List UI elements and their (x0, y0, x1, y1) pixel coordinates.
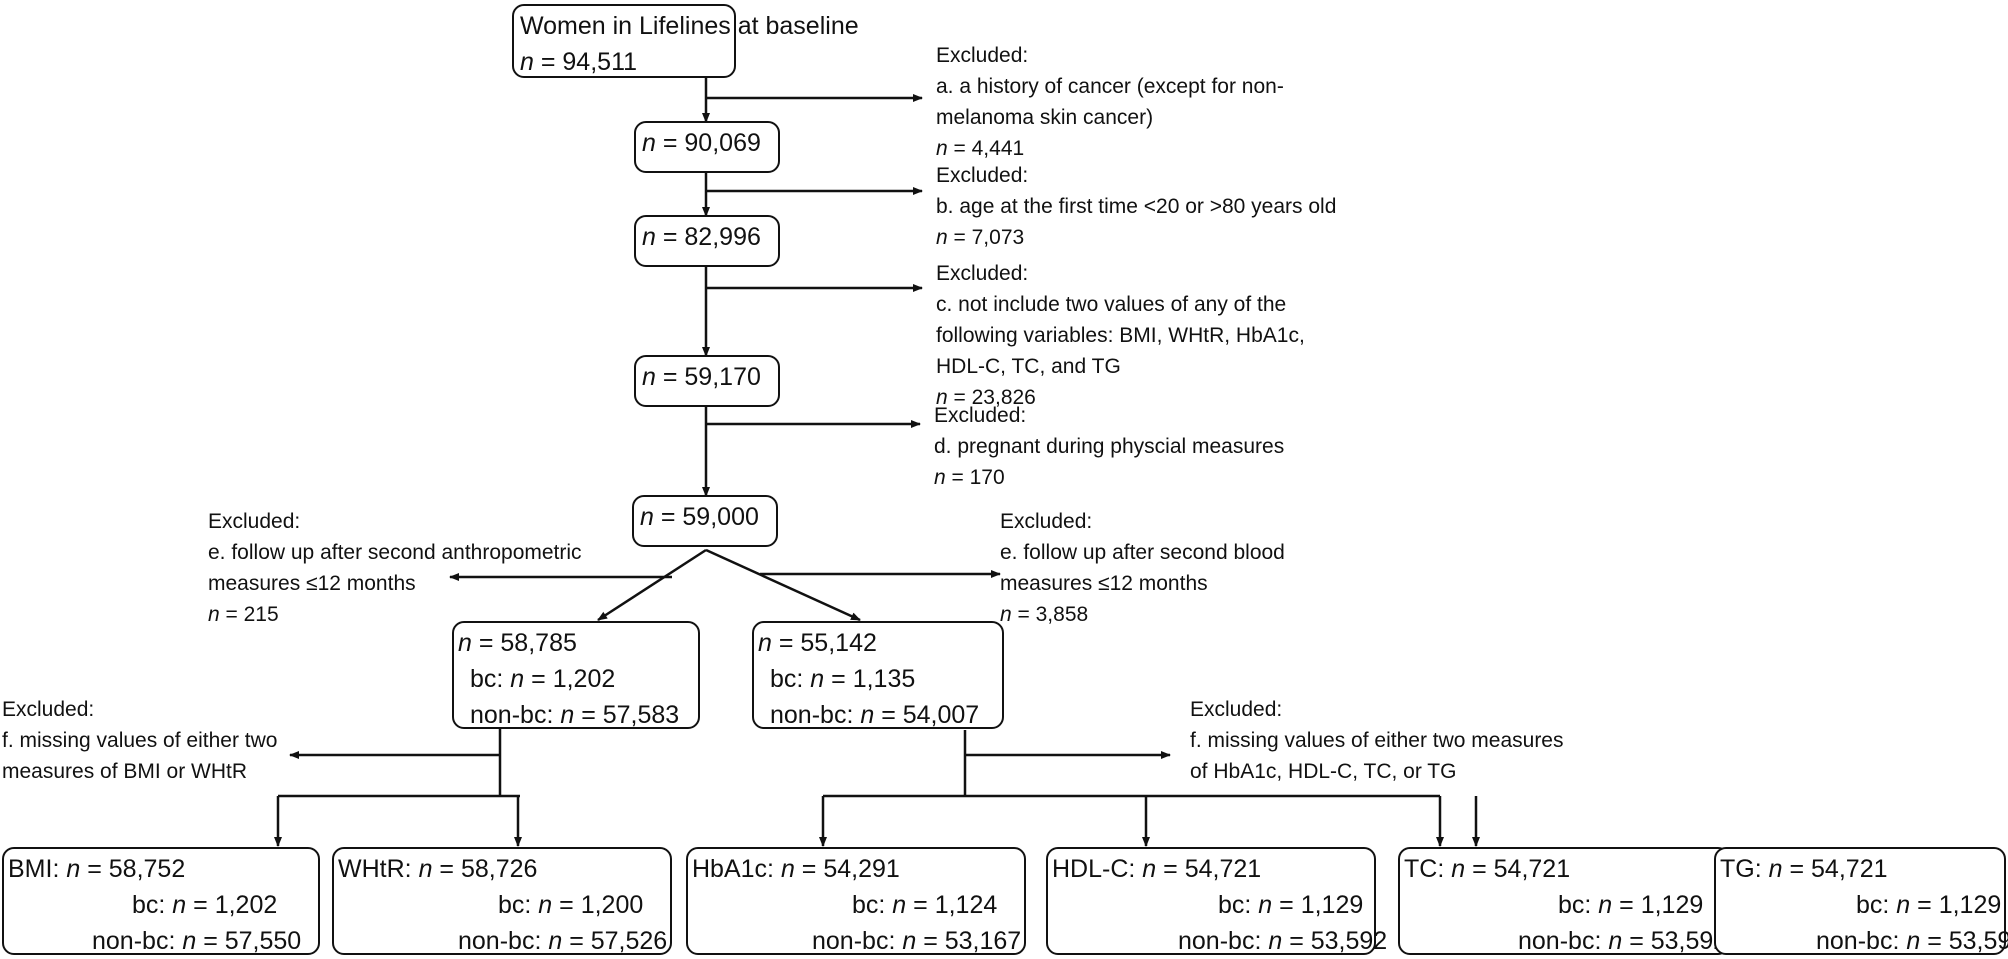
exclusion-f-blood: Excluded: f. missing values of either tw… (1190, 698, 1564, 783)
baseline-box: Women in Lifelines at baseline n = 94,51… (512, 4, 859, 78)
exclusion-a: Excluded: a. a history of cancer (except… (936, 44, 1284, 160)
blood-box: n = 55,142 bc: n = 1,135 non-bc: n = 54,… (752, 621, 1004, 729)
exclusion-f-anthropometric: Excluded: f. missing values of either tw… (2, 698, 278, 783)
exclusion-b: Excluded: b. age at the first time <20 o… (936, 164, 1337, 249)
exclusion-e-anthropometric: Excluded: e. follow up after second anth… (208, 510, 582, 626)
baseline-title: Women in Lifelines at baseline (520, 12, 859, 40)
step2-box: n = 82,996 (634, 215, 780, 267)
step4-n: 59,000 (682, 503, 759, 531)
step1-box: n = 90,069 (634, 121, 780, 173)
exclusion-d: Excluded: d. pregnant during physcial me… (934, 404, 1285, 489)
step1-n: 90,069 (684, 129, 761, 157)
step3-box: n = 59,170 (634, 355, 780, 407)
step2-n: 82,996 (684, 223, 761, 251)
step4-box: n = 59,000 (632, 495, 778, 547)
anthropometric-box: n = 58,785 bc: n = 1,202 non-bc: n = 57,… (452, 621, 700, 729)
baseline-n: 94,511 (562, 48, 638, 76)
exclusion-e-blood: Excluded: e. follow up after second bloo… (1000, 510, 1285, 626)
exclusion-c: Excluded: c. not include two values of a… (936, 262, 1305, 409)
arrow-split-anthro (597, 548, 707, 622)
arrow-split-blood (705, 548, 861, 622)
step3-n: 59,170 (684, 363, 761, 391)
